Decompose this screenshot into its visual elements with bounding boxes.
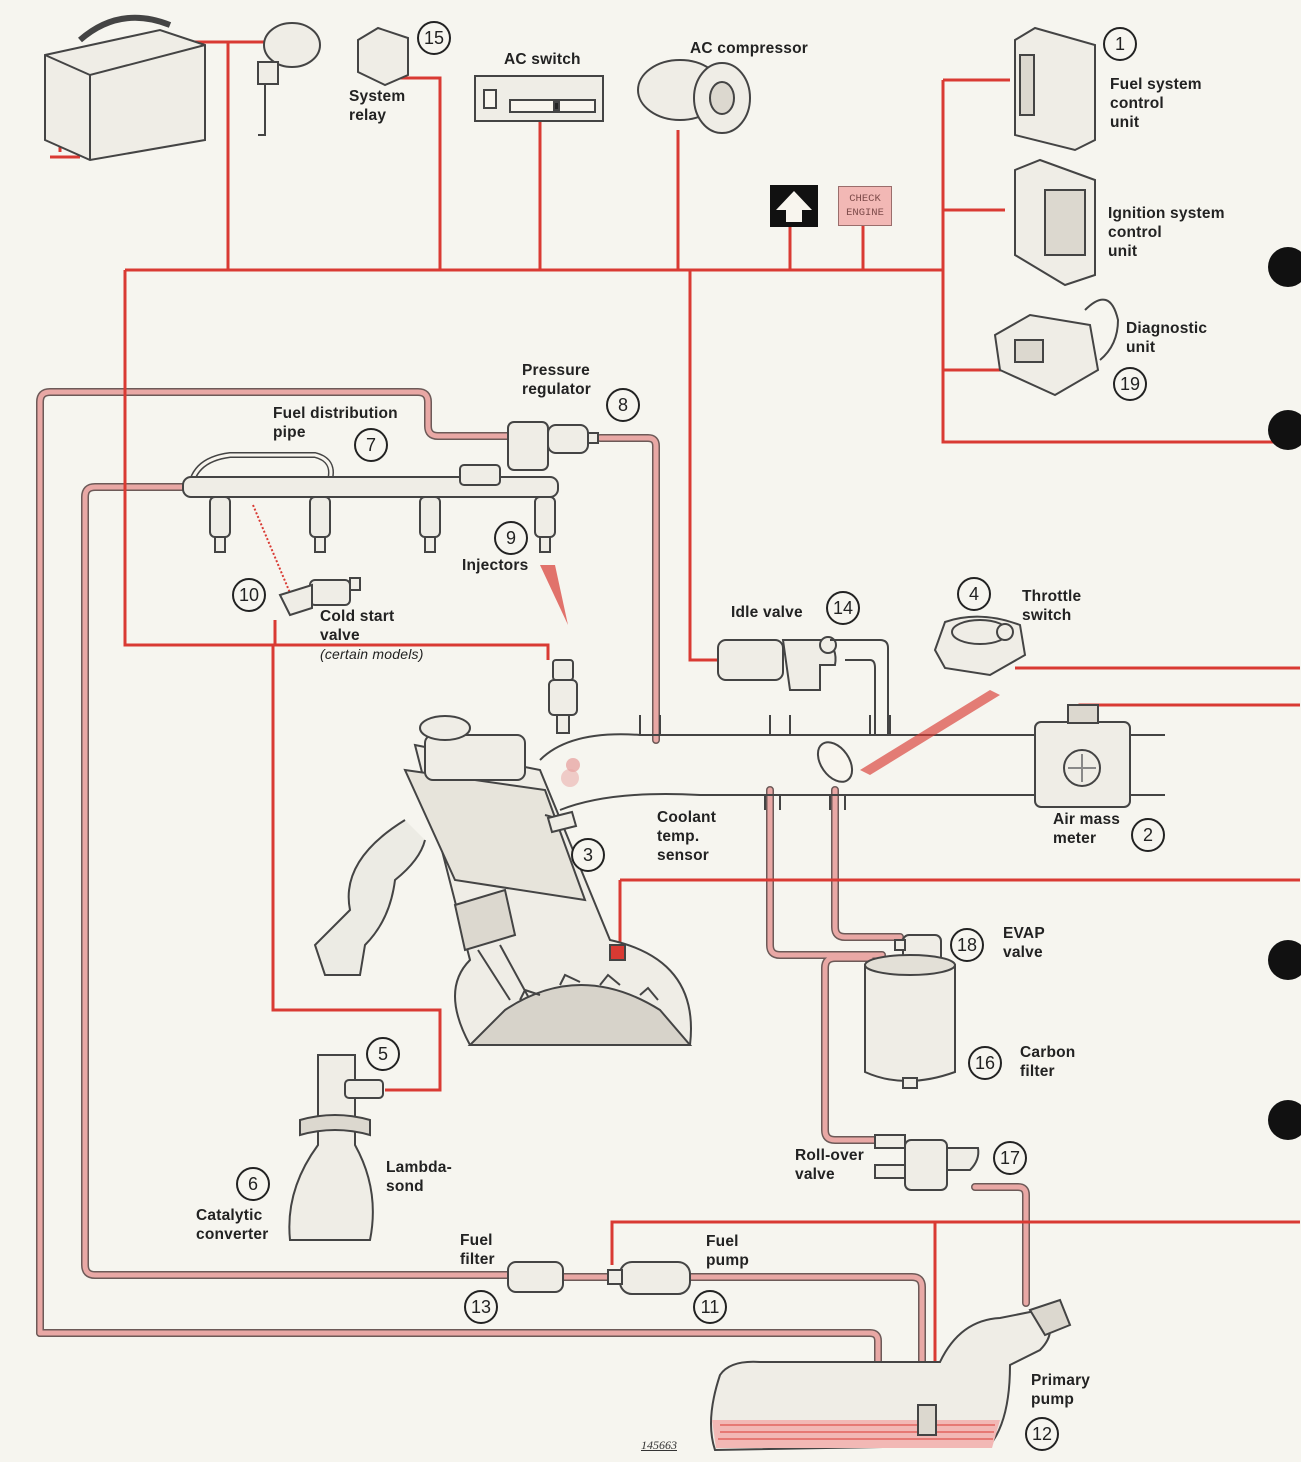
ac-compressor-icon — [637, 59, 751, 134]
label-coolant-temp-sensor: Coolant temp. sensor — [657, 809, 717, 864]
label-ignition-system-control-unit: Ignition system control unit — [1108, 205, 1225, 260]
binder-hole — [1268, 940, 1301, 980]
control-unit-icon — [1014, 26, 1096, 152]
label-fuel-system-control-unit: Fuel system control unit — [1110, 76, 1202, 131]
fuel-tank-icon — [710, 1298, 1072, 1452]
label-cold-start-valve: Cold start valve — [320, 608, 395, 644]
wiring — [50, 40, 1300, 1410]
fuel-lines — [36, 388, 1030, 1434]
binder-hole — [1268, 1100, 1301, 1140]
callout-4: 4 — [957, 577, 991, 611]
label-idle-valve: Idle valve — [731, 604, 803, 621]
label-evap-valve: EVAP valve — [1003, 925, 1045, 961]
rollover-valve-icon — [874, 1134, 980, 1191]
cold-start-wire — [252, 504, 294, 601]
callout-16: 16 — [968, 1046, 1002, 1080]
fuel-filter-icon — [507, 1261, 564, 1293]
label-certain-models: (certain models) — [320, 646, 424, 662]
idle-valve-icon — [717, 636, 837, 691]
callout-3: 3 — [571, 838, 605, 872]
injector-icon — [209, 496, 578, 734]
callout-13: 13 — [464, 1290, 498, 1324]
label-ac-switch: AC switch — [504, 51, 581, 68]
check-engine-lamp: CHECK ENGINE — [838, 186, 892, 226]
relay-icon — [357, 26, 409, 87]
callout-10: 10 — [232, 578, 266, 612]
label-catalytic-converter: Catalytic converter — [196, 1207, 269, 1243]
binder-hole — [1268, 247, 1301, 287]
idle-bypass — [830, 639, 889, 735]
label-fuel-filter: Fuel filter — [460, 1232, 495, 1268]
label-air-mass-meter: Air mass meter — [1053, 811, 1121, 847]
figure-reference-number: 145663 — [641, 1438, 677, 1452]
callout-7: 7 — [354, 428, 388, 462]
callout-6: 6 — [236, 1167, 270, 1201]
callout-19: 19 — [1113, 367, 1147, 401]
upshift-arrow-icon — [770, 185, 818, 227]
throttle-link — [860, 690, 1000, 775]
battery-icon — [44, 14, 206, 162]
temp-sensor-icon — [546, 810, 578, 834]
callout-1: 1 — [1103, 27, 1137, 61]
callout-8: 8 — [606, 388, 640, 422]
binder-hole — [1268, 410, 1301, 450]
label-injectors: Injectors — [462, 557, 529, 574]
label-system-relay: System relay — [349, 88, 406, 124]
callout-14: 14 — [826, 591, 860, 625]
label-fuel-pump: Fuel pump — [706, 1233, 749, 1269]
ignition-unit-icon — [1014, 158, 1096, 287]
callout-15: 15 — [417, 21, 451, 55]
callout-17: 17 — [993, 1141, 1027, 1175]
callout-5: 5 — [366, 1037, 400, 1071]
ignition-key-icon — [257, 22, 321, 136]
callout-11: 11 — [693, 1290, 727, 1324]
label-roll-over-valve: Roll-over valve — [795, 1147, 864, 1183]
label-lambda-sond: Lambda- sond — [386, 1159, 452, 1195]
diagnostic-unit-icon — [993, 298, 1120, 397]
callout-2: 2 — [1131, 818, 1165, 852]
cold-start-valve-icon — [278, 577, 361, 617]
lambda-sensor-icon — [344, 1079, 384, 1099]
label-throttle-switch: Throttle switch — [1022, 588, 1082, 624]
carbon-canister-icon — [864, 954, 956, 1089]
label-primary-pump: Primary pump — [1031, 1372, 1091, 1408]
callout-12: 12 — [1025, 1417, 1059, 1451]
label-carbon-filter: Carbon filter — [1020, 1044, 1076, 1080]
ac-switch-icon — [474, 75, 604, 122]
label-ac-compressor: AC compressor — [690, 40, 809, 57]
injector-spray-lines — [540, 565, 568, 625]
callout-18: 18 — [950, 928, 984, 962]
air-mass-meter-icon — [1034, 704, 1165, 808]
label-diagnostic-unit: Diagnostic unit — [1126, 320, 1208, 356]
fuel-pump-icon — [607, 1261, 691, 1295]
fuel-rail-icon — [182, 452, 559, 498]
throttle-switch-icon — [933, 615, 1027, 677]
label-pressure-regulator: Pressure regulator — [522, 362, 591, 398]
intake-manifold — [539, 715, 1165, 811]
label-fuel-distribution-pipe: Fuel distribution pipe — [273, 405, 398, 441]
catalytic-converter-icon — [288, 1054, 374, 1241]
engine-icon — [313, 715, 693, 1046]
injector-spray — [561, 758, 580, 787]
callout-9: 9 — [494, 521, 528, 555]
pressure-regulator-icon — [507, 421, 599, 471]
